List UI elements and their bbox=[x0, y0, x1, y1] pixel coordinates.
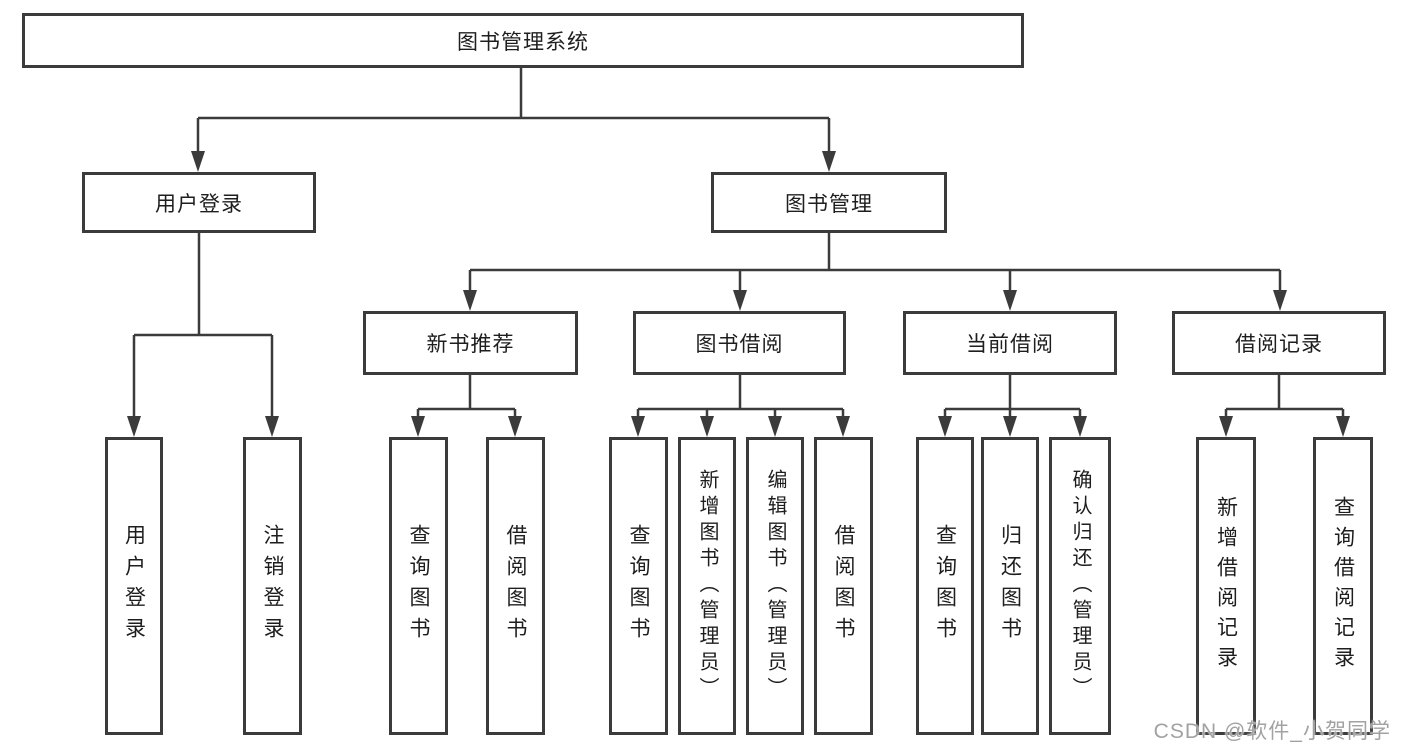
node-label: 注销登录 bbox=[261, 524, 284, 648]
node-label: 查询图书 bbox=[933, 524, 957, 648]
node-label: 借阅图书 bbox=[504, 524, 527, 648]
leaf-logout: 注销登录 bbox=[243, 437, 302, 735]
node-label: 借阅记录 bbox=[1235, 333, 1323, 356]
node-label: 图书借阅 bbox=[695, 333, 784, 356]
leaf-query-borrow-record: 查询借阅记录 bbox=[1313, 437, 1373, 735]
node-label: 查询图书 bbox=[407, 524, 430, 648]
node-label: 借阅图书 bbox=[832, 524, 855, 648]
node-label: 图书管理 bbox=[785, 192, 873, 216]
node-user-login-module: 用户登录 bbox=[82, 172, 316, 233]
leaf-edit-books-admin: 编辑图书（管理员） bbox=[746, 437, 804, 735]
node-label: 新书推荐 bbox=[426, 333, 515, 356]
leaf-return-books: 归还图书 bbox=[981, 437, 1039, 735]
csdn-watermark: CSDN @软件_小贺同学 bbox=[1153, 720, 1391, 743]
leaf-confirm-return-admin: 确认归还（管理员） bbox=[1049, 437, 1111, 735]
node-label: 用户登录 bbox=[122, 524, 146, 648]
node-borrowing-records: 借阅记录 bbox=[1172, 311, 1386, 375]
node-book-management-module: 图书管理 bbox=[711, 172, 947, 233]
leaf-add-borrow-record: 新增借阅记录 bbox=[1196, 437, 1256, 735]
node-root-system: 图书管理系统 bbox=[22, 13, 1024, 68]
leaf-add-books-admin: 新增图书（管理员） bbox=[678, 437, 736, 735]
leaf-borrow-books: 借阅图书 bbox=[814, 437, 873, 735]
leaf-borrow-books-recommend: 借阅图书 bbox=[486, 437, 545, 735]
node-label: 图书管理系统 bbox=[457, 30, 589, 54]
node-label: 编辑图书（管理员） bbox=[764, 469, 786, 703]
node-label: 新增借阅记录 bbox=[1214, 496, 1238, 676]
node-label: 当前借阅 bbox=[966, 333, 1054, 356]
node-label: 查询借阅记录 bbox=[1331, 496, 1355, 676]
arrowhead-icons bbox=[127, 151, 1350, 437]
leaf-user-login: 用户登录 bbox=[105, 437, 163, 735]
node-label: 新增图书（管理员） bbox=[696, 469, 718, 703]
leaf-query-books-borrowing: 查询图书 bbox=[609, 437, 668, 735]
node-label: 查询图书 bbox=[627, 524, 650, 648]
leaf-query-books-recommend: 查询图书 bbox=[389, 437, 448, 735]
node-book-borrowing: 图书借阅 bbox=[633, 311, 846, 375]
node-new-book-recommendation: 新书推荐 bbox=[363, 311, 578, 375]
leaf-query-books-current: 查询图书 bbox=[916, 437, 974, 735]
node-label: 用户登录 bbox=[155, 192, 243, 216]
node-label: 确认归还（管理员） bbox=[1069, 469, 1091, 703]
node-current-borrowing: 当前借阅 bbox=[903, 311, 1117, 375]
node-label: 归还图书 bbox=[998, 524, 1022, 648]
